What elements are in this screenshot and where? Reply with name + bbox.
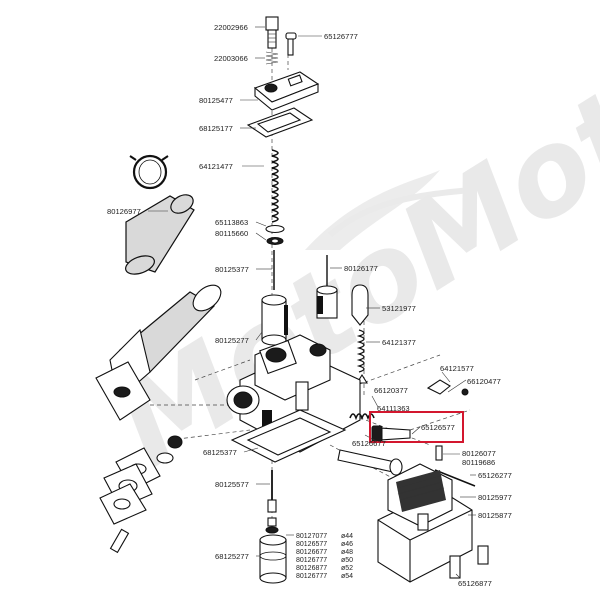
part-label: 64121477 <box>199 162 233 171</box>
throttle-slide-part <box>261 294 288 346</box>
part-label: 68125177 <box>199 124 233 133</box>
jet-size: ø44 <box>341 533 353 540</box>
part-label: 64121577 <box>440 364 474 373</box>
part-label: 65126777 <box>324 32 358 41</box>
idle-screw-part <box>371 425 411 443</box>
part-label: 22002966 <box>214 23 248 32</box>
part-label: 80125377 <box>215 265 249 274</box>
part-label: 68125277 <box>215 552 249 561</box>
part-label: 22003066 <box>214 54 248 63</box>
main-jet-part <box>265 470 279 534</box>
jet-number: 80126777 <box>296 557 327 564</box>
o-ring-part <box>129 154 169 190</box>
clip-part <box>265 224 285 245</box>
throttle-spring-part <box>271 149 279 223</box>
part-label: 66120377 <box>374 386 408 395</box>
part-label: 80126977 <box>107 207 141 216</box>
cover-screw-part <box>285 32 297 56</box>
part-label: 65126277 <box>478 471 512 480</box>
flange-gaskets-part <box>99 435 183 554</box>
jet-number: 80126577 <box>296 541 327 548</box>
intake-manifold-part <box>95 284 222 421</box>
cover-gasket-part <box>246 107 314 138</box>
part-label: 80126077 <box>462 449 496 458</box>
part-label: 80119686 <box>462 458 495 467</box>
part-label: 80125577 <box>215 480 249 489</box>
part-label: 65126677 <box>352 439 386 448</box>
jet-size: ø54 <box>341 573 353 580</box>
part-label: 80126177 <box>344 264 378 273</box>
bolt-part <box>337 449 403 476</box>
part-label: 80125477 <box>199 96 233 105</box>
jet-holder-part <box>259 534 287 584</box>
float-bowl-part <box>377 463 489 583</box>
part-label: 53121977 <box>382 304 416 313</box>
jet-size: ø48 <box>341 549 353 556</box>
part-label: 64121377 <box>382 338 416 347</box>
foam-filter-part <box>125 194 195 275</box>
jet-size: ø50 <box>341 557 353 564</box>
jet-number: 80126777 <box>296 573 327 580</box>
part-label: 68125377 <box>203 448 237 457</box>
jet-size: ø46 <box>341 541 353 548</box>
choke-lever-part <box>426 379 469 396</box>
jet-size: ø52 <box>341 565 353 572</box>
jet-number: 80127077 <box>296 533 327 540</box>
part-label: 80125277 <box>215 336 249 345</box>
part-label: 65126877 <box>458 579 492 588</box>
adjust-screw-part <box>265 16 279 49</box>
part-labels: 22002966 65126777 22003066 80125477 6812… <box>107 23 512 588</box>
part-label: 64111363 <box>377 404 410 413</box>
jet-number: 80126677 <box>296 549 327 556</box>
pin-part <box>435 445 443 461</box>
choke-slide-part <box>316 255 338 319</box>
jet-size-table: 80127077 ø44 80126577 ø46 80126677 ø48 8… <box>296 533 353 580</box>
leader-lines <box>148 26 476 579</box>
rod-part <box>434 469 476 487</box>
top-cover-part <box>253 71 320 111</box>
part-label: 80115660 <box>215 229 248 238</box>
carburetor-body-part <box>226 334 361 463</box>
part-label: 80125977 <box>478 493 512 502</box>
jet-number: 80126877 <box>296 565 327 572</box>
part-label: 80125877 <box>478 511 512 520</box>
highlight-box <box>369 411 464 443</box>
part-label: 66120477 <box>467 377 501 386</box>
part-label-highlighted: 65126577 <box>421 423 455 432</box>
part-label: 65113863 <box>215 218 248 227</box>
float-needle-part <box>351 284 369 326</box>
small-spring-part <box>265 51 279 65</box>
